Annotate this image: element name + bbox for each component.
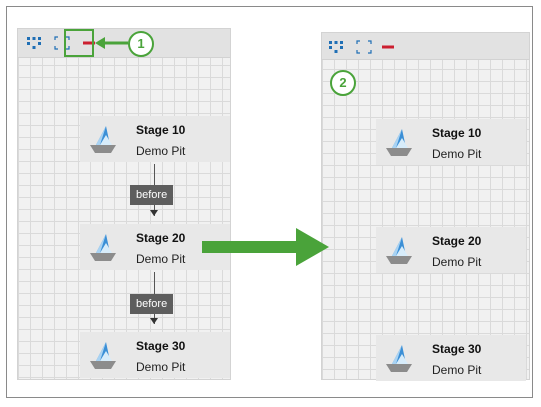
stage-title: Stage 20 <box>432 234 482 248</box>
stage-subtitle: Demo Pit <box>432 363 482 377</box>
stage-subtitle: Demo Pit <box>432 147 482 161</box>
relationship-label[interactable]: before <box>130 185 174 205</box>
panel-toolbar <box>322 33 529 60</box>
remove-relationships-icon[interactable] <box>380 40 396 54</box>
annotation-arrows <box>95 37 329 266</box>
stage-card[interactable]: Stage 20 Demo Pit <box>376 227 526 273</box>
stage-card[interactable]: Stage 10 Demo Pit <box>80 116 230 162</box>
stage-icon <box>382 234 416 266</box>
stage-title: Stage 10 <box>136 123 186 137</box>
connector-arrowhead <box>150 318 158 324</box>
relationship-label[interactable]: before <box>130 294 174 314</box>
remove-relationships-icon[interactable] <box>81 36 97 50</box>
stage-subtitle: Demo Pit <box>136 360 186 374</box>
stage-subtitle: Demo Pit <box>136 252 186 266</box>
stage-title: Stage 20 <box>136 231 186 245</box>
callout-step-1: 1 <box>128 31 154 57</box>
hierarchy-icon[interactable] <box>26 36 42 50</box>
stage-card[interactable]: Stage 30 Demo Pit <box>80 332 230 378</box>
stage-card[interactable]: Stage 10 Demo Pit <box>376 119 526 165</box>
stage-title: Stage 30 <box>136 339 186 353</box>
hierarchy-icon[interactable] <box>328 40 344 54</box>
connector-arrowhead <box>150 210 158 216</box>
callout-step-2: 2 <box>330 70 356 96</box>
stage-icon <box>86 339 120 371</box>
stage-title: Stage 10 <box>432 126 482 140</box>
transition-arrow-shaft <box>202 241 298 253</box>
stage-icon <box>86 123 120 155</box>
stage-subtitle: Demo Pit <box>432 255 482 269</box>
stage-icon <box>86 231 120 263</box>
stage-icon <box>382 126 416 158</box>
stage-card[interactable]: Stage 30 Demo Pit <box>376 335 526 381</box>
stage-subtitle: Demo Pit <box>136 144 186 158</box>
schedule-panel-after: Stage 10 Demo Pit Stage 20 Demo Pit <box>321 32 530 381</box>
schedule-panel-before: Stage 10 Demo Pit before Stage 20 Demo P… <box>17 28 231 380</box>
stage-icon <box>382 342 416 374</box>
fit-to-screen-icon[interactable] <box>356 40 372 54</box>
remove-button-highlight <box>64 29 94 57</box>
stage-title: Stage 30 <box>432 342 482 356</box>
screenshot-frame: Stage 10 Demo Pit before Stage 20 Demo P… <box>6 6 533 398</box>
transition-arrow-head <box>296 228 329 266</box>
callout-pointer-head <box>95 37 105 49</box>
fit-to-screen-icon[interactable] <box>54 36 70 50</box>
